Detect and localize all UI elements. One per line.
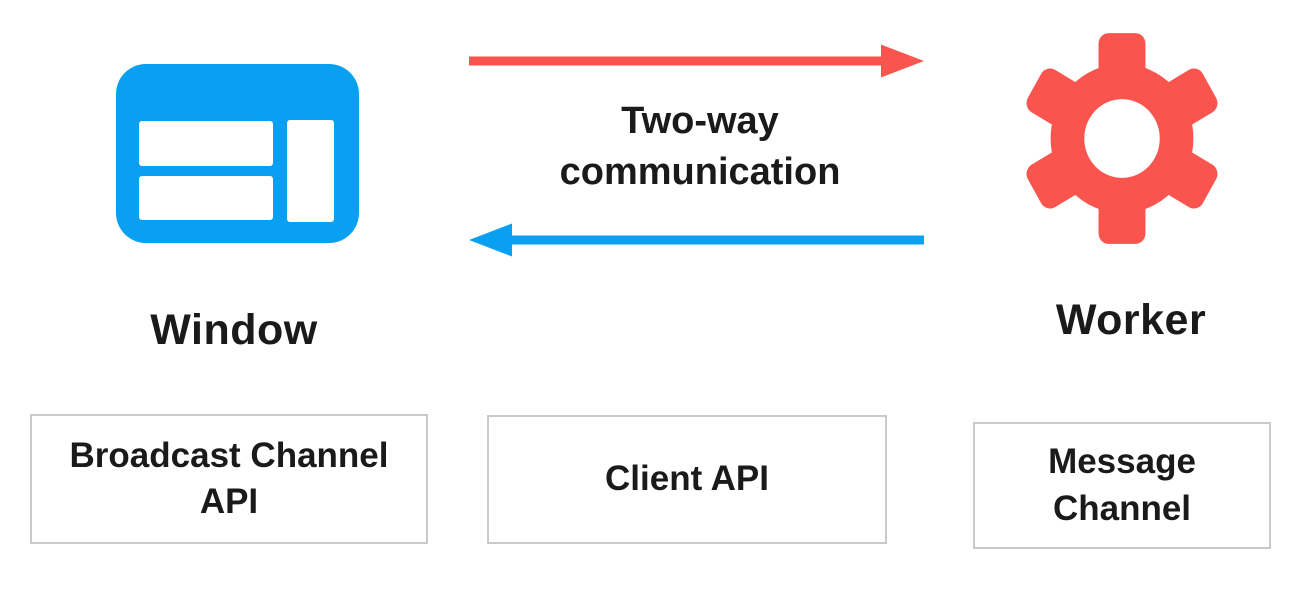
api-box-label: Message Channel [1048, 442, 1196, 528]
api-box-label: Client API [605, 459, 769, 499]
api-box-message-channel: Message Channel [973, 422, 1271, 549]
window-node-label: Window [150, 306, 318, 354]
gear-icon [1020, 32, 1224, 245]
browser-window-icon [116, 64, 359, 243]
api-box-client-api: Client API [487, 415, 887, 544]
worker-node-label: Worker [1055, 296, 1207, 344]
arrow-right-icon [469, 44, 924, 78]
api-box-label: Broadcast Channel API [69, 435, 389, 521]
communication-label: Two-way communication [559, 100, 841, 193]
api-box-broadcast-channel: Broadcast Channel API [30, 414, 428, 544]
arrow-left-icon [469, 223, 924, 257]
